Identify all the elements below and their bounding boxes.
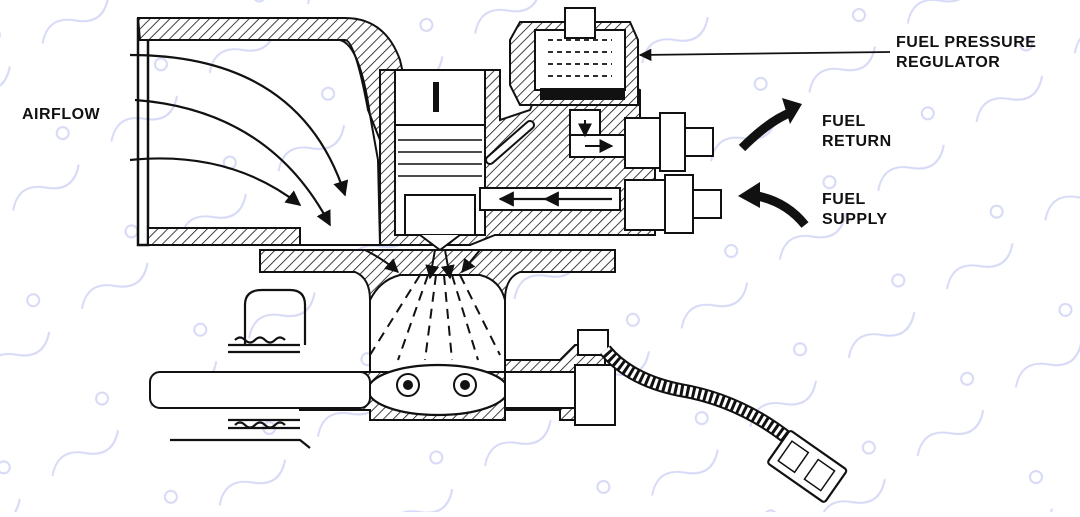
- airflow-label: AIRFLOW: [22, 105, 100, 125]
- throttle-plate: [368, 365, 508, 415]
- injector-connector: [395, 70, 485, 125]
- fuel-pressure-regulator-label: FUEL PRESSURE REGULATOR: [896, 33, 1036, 73]
- fuel-return-line-2: RETURN: [822, 132, 892, 152]
- fuel-return-line-1: FUEL: [822, 112, 892, 132]
- fuel-supply-label: FUEL SUPPLY: [822, 190, 888, 230]
- fuel-supply-line-2: SUPPLY: [822, 210, 888, 230]
- fuel-supply-line-1: FUEL: [822, 190, 888, 210]
- fpr-label-line-2: REGULATOR: [896, 53, 1036, 73]
- fpr-label-line-1: FUEL PRESSURE: [896, 33, 1036, 53]
- fuel-return-label: FUEL RETURN: [822, 112, 892, 152]
- throttle-shaft: [150, 372, 575, 408]
